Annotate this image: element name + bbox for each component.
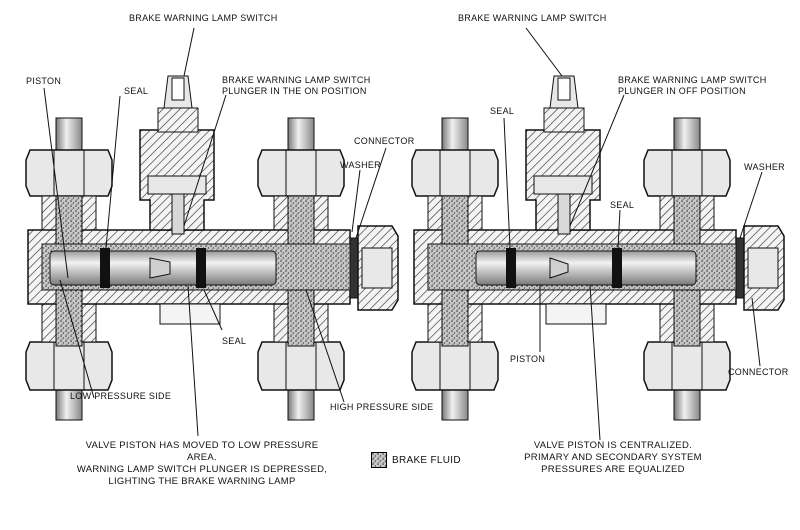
right-valve-piston [475,250,697,286]
legend-label: BRAKE FLUID [392,454,461,466]
left-seal-top-label: SEAL [124,86,149,96]
right-connector-label: CONNECTOR [728,367,789,377]
left-leader-lines [43,27,387,437]
brake-fluid-swatch [371,452,387,468]
left-piston-label: PISTON [26,76,62,86]
legend: BRAKE FLUID [371,452,461,468]
right-valve-assembly [411,75,785,421]
left-low-pressure-side-label: LOW PRESSURE SIDE [70,391,172,401]
right-seal-top-label: SEAL [490,106,515,116]
right-leader-lines [503,27,763,441]
right-washer-label: WASHER [744,162,785,172]
left-seal-bottom-label: SEAL [222,336,247,346]
right-piston-label: PISTON [510,354,546,364]
left-brake-warning-lamp-switch-label: BRAKE WARNING LAMP SWITCH [129,13,278,23]
left-connector-label: CONNECTOR [354,136,415,146]
left-valve-assembly [25,75,399,421]
right-caption: VALVE PISTON IS CENTRALIZED. PRIMARY AND… [524,440,702,475]
left-high-pressure-side-label: HIGH PRESSURE SIDE [330,402,434,412]
right-seal-mid-label: SEAL [610,200,635,210]
left-caption: VALVE PISTON HAS MOVED TO LOW PRESSURE A… [76,440,328,487]
left-washer-label: WASHER [340,160,381,170]
left-plunger-position-label: BRAKE WARNING LAMP SWITCH PLUNGER IN THE… [222,75,371,96]
right-plunger-position-label: BRAKE WARNING LAMP SWITCH PLUNGER IN OFF… [618,75,767,96]
right-brake-warning-lamp-switch-label: BRAKE WARNING LAMP SWITCH [458,13,607,23]
